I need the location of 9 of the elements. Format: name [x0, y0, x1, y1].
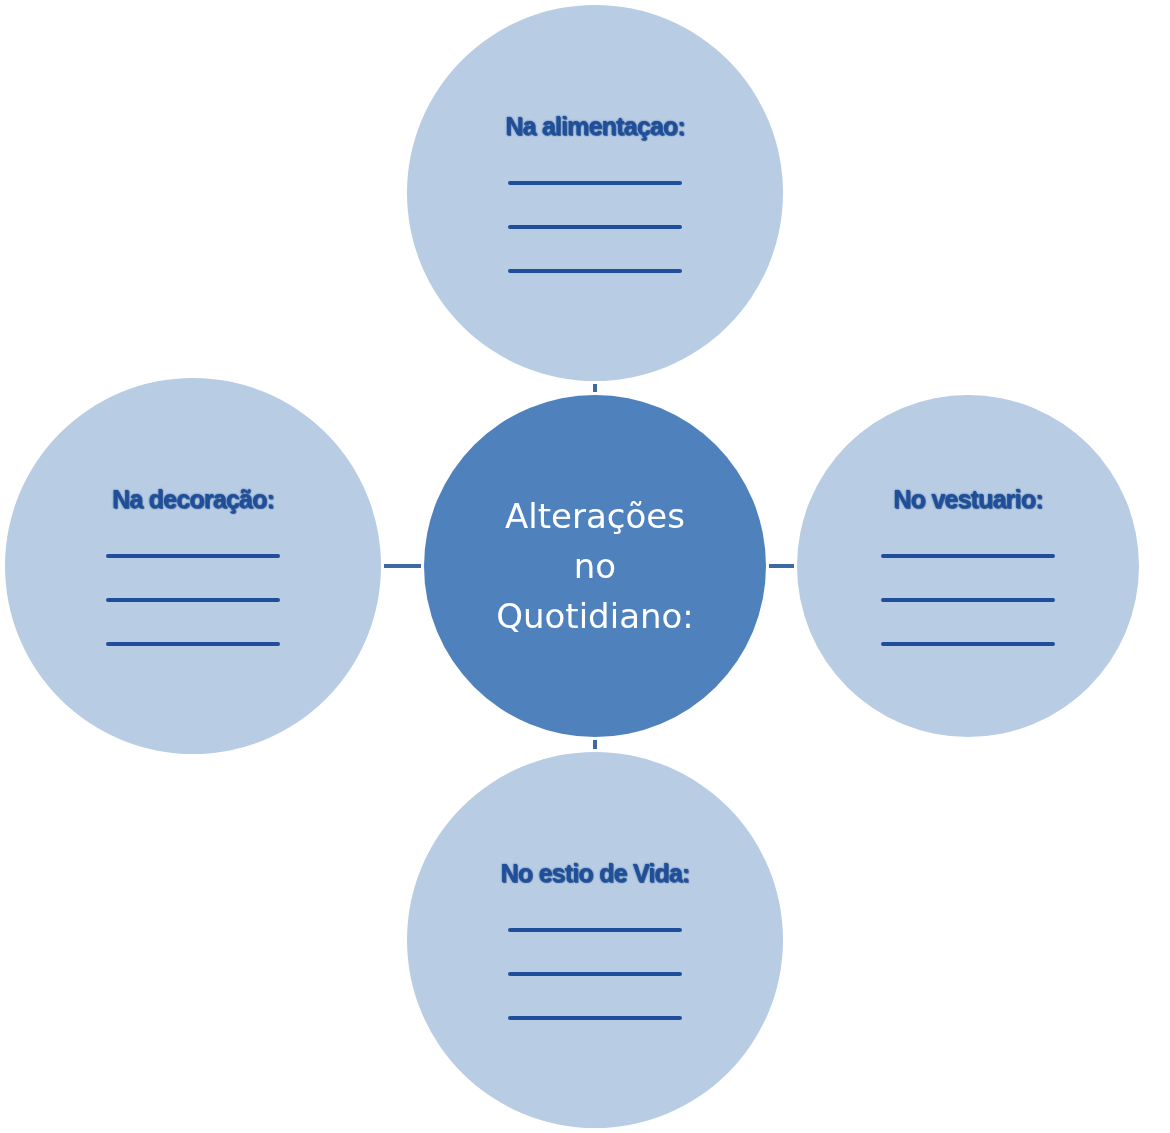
central-title: Alterações no Quotidiano:: [495, 495, 695, 638]
topic-heading: Na alimentaçao:: [505, 111, 685, 141]
topic-heading: Na decoração:: [112, 484, 274, 514]
connector-line: [593, 740, 597, 749]
connector-line: [769, 564, 794, 568]
topic-heading: No vestuario:: [893, 484, 1043, 514]
connector-line: [593, 384, 597, 392]
connector-line: [384, 564, 421, 568]
topic-heading: No estio de Vida:: [500, 858, 690, 888]
